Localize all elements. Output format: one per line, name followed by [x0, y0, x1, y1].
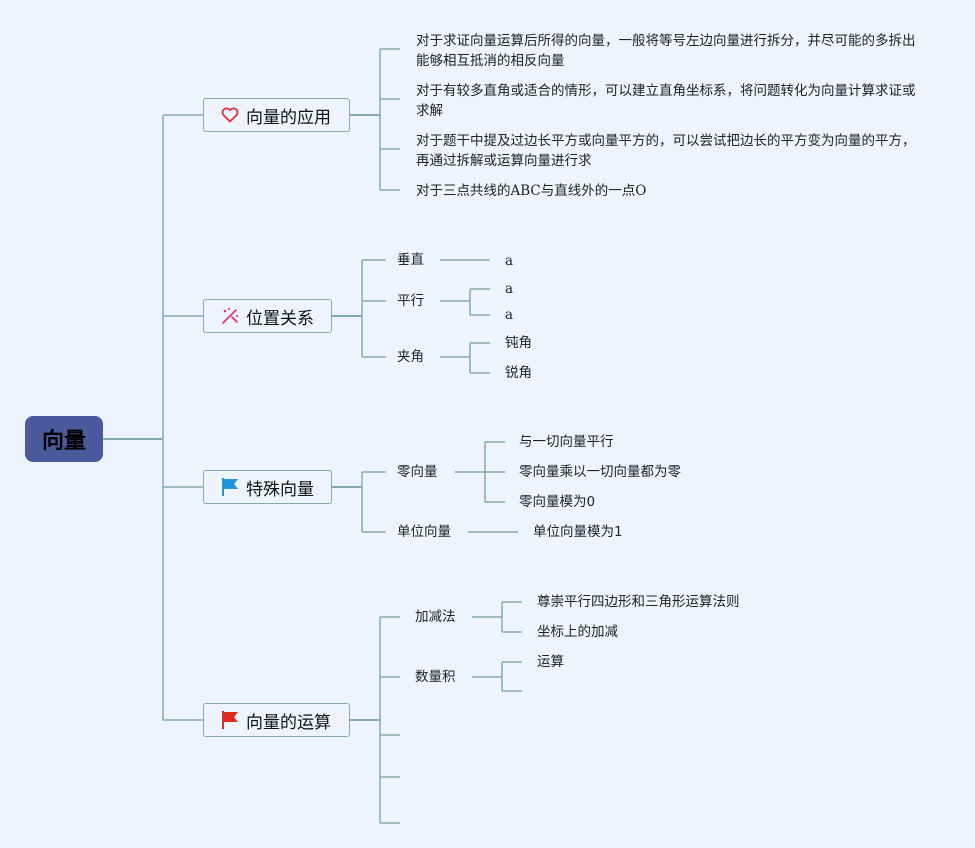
perpendicular-child: a — [505, 253, 514, 269]
application-item-4: 对于三点共线的ABC与直线外的一点O — [416, 183, 647, 199]
branch-position[interactable]: 位置关系 — [203, 299, 332, 333]
add-sub-child-2: 坐标上的加减 — [537, 624, 618, 640]
root-node[interactable]: 向量 — [25, 416, 103, 462]
branch-position-label: 位置关系 — [246, 308, 314, 329]
zero-vector-child-3: 零向量模为0 — [519, 494, 596, 510]
branch-special-label: 特殊向量 — [246, 479, 314, 500]
application-item-1: 对于求证向量运算后所得的向量，一般将等号左边向量进行拆分，并尽可能的多拆出能够相… — [416, 33, 916, 69]
sparkle-icon — [220, 306, 240, 326]
parallel-child-1: a — [505, 281, 514, 297]
branch-application-label: 向量的应用 — [246, 107, 331, 128]
application-item-2: 对于有较多直角或适合的情形，可以建立直角坐标系，将问题转化为向量计算求证或求解 — [416, 83, 916, 119]
perpendicular-label: 垂直 — [397, 252, 424, 268]
branch-operations-label: 向量的运算 — [246, 712, 331, 733]
angle-child-acute: 锐角 — [505, 365, 532, 381]
branch-application[interactable]: 向量的应用 — [203, 98, 350, 132]
add-sub-child-1: 尊崇平行四边形和三角形运算法则 — [537, 594, 740, 610]
unit-vector-child: 单位向量模为1 — [533, 524, 623, 540]
branch-special[interactable]: 特殊向量 — [203, 470, 332, 504]
dot-product-child: 运算 — [537, 654, 564, 670]
angle-child-obtuse: 钝角 — [505, 335, 532, 351]
angle-label: 夹角 — [397, 349, 424, 365]
zero-vector-child-1: 与一切向量平行 — [519, 434, 614, 450]
dot-product-label: 数量积 — [415, 669, 456, 685]
zero-vector-child-2: 零向量乘以一切向量都为零 — [519, 464, 681, 480]
parallel-child-2: a — [505, 307, 514, 323]
zero-vector-label: 零向量 — [397, 464, 438, 480]
application-item-3: 对于题干中提及过边长平方或向量平方的，可以尝试把边长的平方变为向量的平方，再通过… — [416, 133, 916, 169]
parallel-label: 平行 — [397, 293, 424, 309]
blue-flag-icon — [220, 477, 240, 497]
red-flag-icon — [220, 710, 240, 730]
heart-icon — [220, 105, 240, 125]
unit-vector-label: 单位向量 — [397, 524, 451, 540]
branch-operations[interactable]: 向量的运算 — [203, 703, 350, 737]
add-sub-label: 加减法 — [415, 609, 456, 625]
